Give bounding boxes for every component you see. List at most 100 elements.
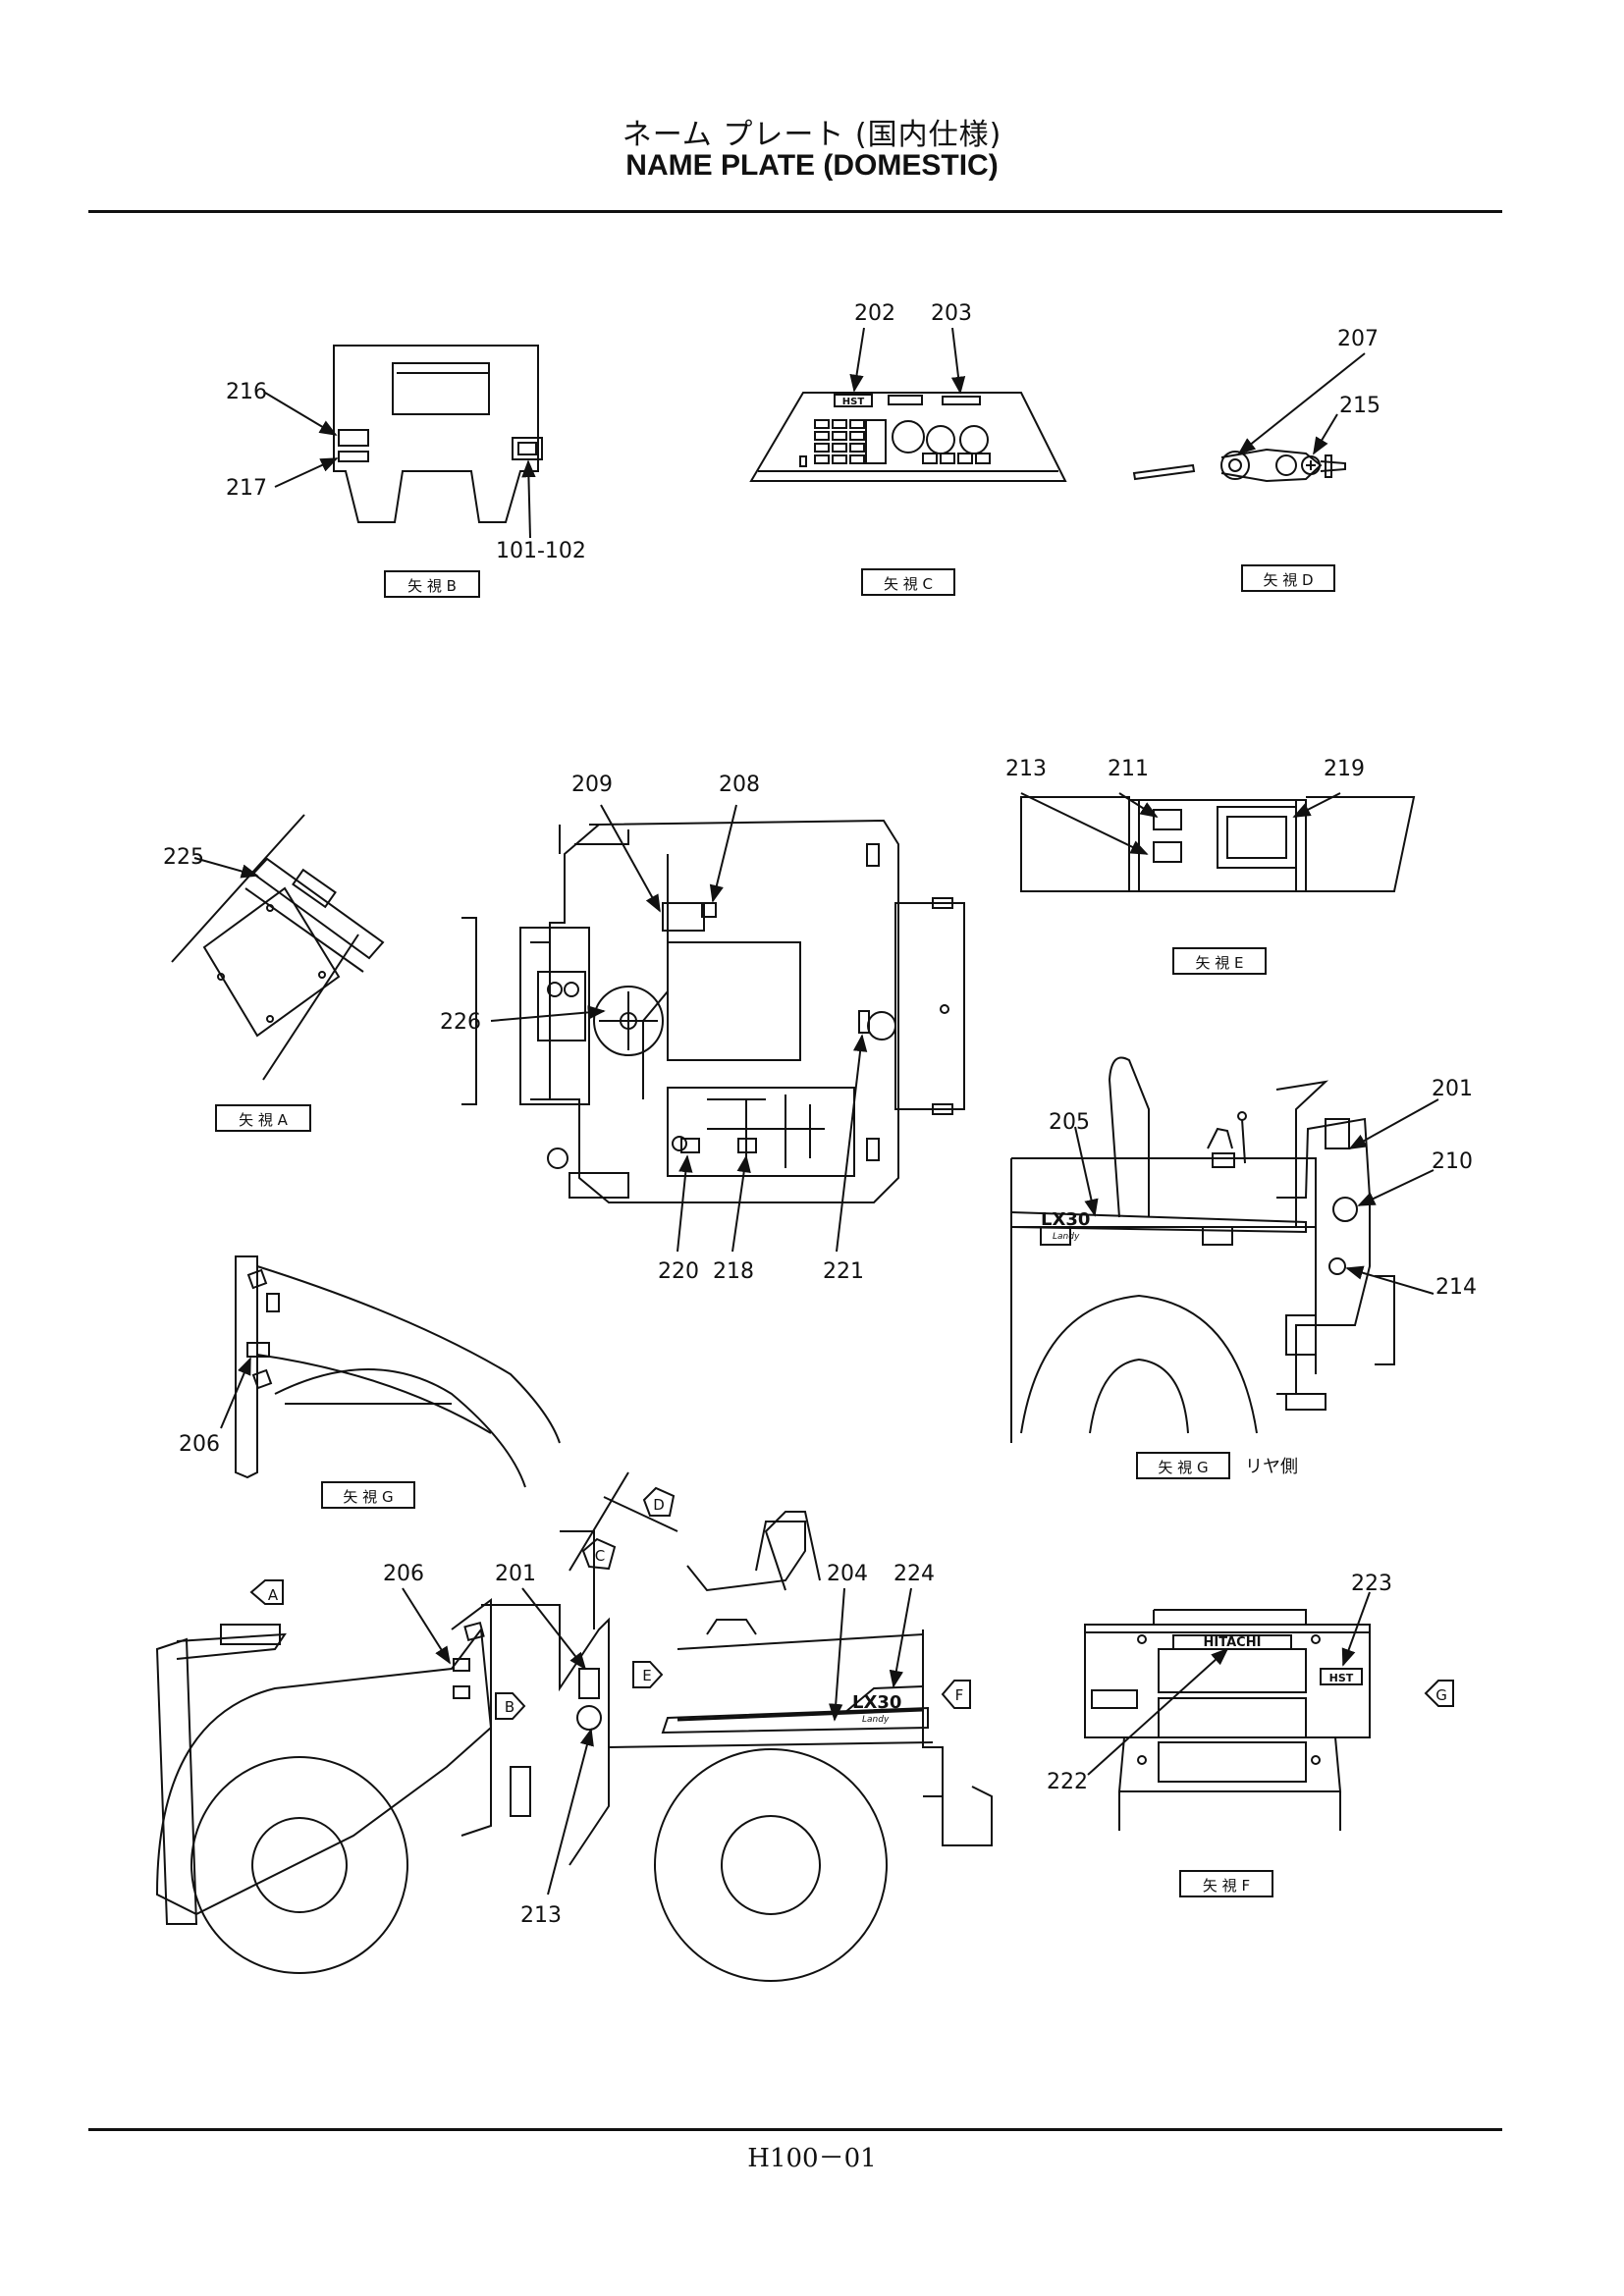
arrow-g-label: G: [1435, 1686, 1447, 1704]
plate-206-side: [453, 1658, 470, 1672]
view-d-lever: [1132, 448, 1346, 483]
part-201-g: 201: [1432, 1077, 1473, 1101]
arrow-e-label: E: [642, 1667, 651, 1684]
arrow-f-label: F: [955, 1686, 964, 1704]
view-e-console: [1020, 796, 1416, 892]
view-g-rear-note: リヤ側: [1245, 1457, 1298, 1477]
plate-201-side: [578, 1668, 600, 1699]
footer-rule: [88, 2128, 1502, 2131]
plate-208: [701, 902, 717, 918]
page-number: H100－01: [747, 2144, 877, 2173]
part-225: 225: [163, 845, 204, 870]
page-title: NAME PLATE (DOMESTIC): [625, 149, 999, 182]
part-209: 209: [571, 773, 613, 797]
header-rule: [88, 210, 1502, 213]
plate-101-102: [512, 437, 543, 460]
part-217: 217: [226, 476, 267, 501]
plate-203: [942, 396, 981, 405]
part-203: 203: [931, 301, 972, 326]
plate-219: [1217, 806, 1297, 869]
arrow-a-label: A: [268, 1586, 279, 1604]
part-216: 216: [226, 380, 267, 404]
part-201-side: 201: [495, 1562, 536, 1586]
part-205: 205: [1049, 1110, 1090, 1135]
view-g-rear-side: [1010, 1056, 1395, 1443]
view-d-label-box: [1241, 564, 1335, 592]
view-f-label-box: [1179, 1870, 1273, 1897]
part-202: 202: [854, 301, 895, 326]
view-g-rear-label-box: [1136, 1452, 1230, 1479]
view-a-label: 矢 視 A: [239, 1111, 289, 1129]
arrow-f-icon: [941, 1680, 971, 1709]
decal-hitachi: HITACHI: [1204, 1635, 1262, 1650]
decal-lx30-g: LX30: [1041, 1209, 1090, 1230]
part-213-side: 213: [520, 1903, 562, 1928]
plate-209: [662, 902, 705, 932]
view-b-cab-rear: [333, 345, 543, 523]
page-title-japanese: ネーム プレート (国内仕様): [622, 118, 1002, 152]
plate-206-g: [246, 1342, 270, 1358]
decal-landy-side: Landy: [862, 1715, 890, 1725]
view-e-label-box: [1172, 947, 1267, 975]
plate-202: [834, 394, 873, 407]
view-f-label: 矢 視 F: [1203, 1877, 1250, 1895]
part-101-102: 101-102: [496, 539, 586, 563]
part-221: 221: [823, 1259, 864, 1284]
part-206-g: 206: [179, 1432, 220, 1457]
plate-223: [1320, 1668, 1363, 1685]
view-g-boom-label: 矢 視 G: [343, 1488, 393, 1506]
view-b-label: 矢 視 B: [407, 577, 457, 595]
top-view-machine: [461, 819, 965, 1203]
view-c-label: 矢 視 C: [884, 575, 933, 593]
part-222: 222: [1047, 1770, 1088, 1794]
view-g-rear-label: 矢 視 G: [1158, 1459, 1208, 1476]
part-223: 223: [1351, 1572, 1392, 1596]
decal-lx30-side: LX30: [852, 1692, 901, 1713]
part-215: 215: [1339, 394, 1380, 418]
plate-213-e: [1153, 841, 1182, 863]
part-207: 207: [1337, 327, 1379, 351]
part-206-side: 206: [383, 1562, 424, 1586]
arrow-d-label: D: [653, 1496, 665, 1514]
part-214: 214: [1435, 1275, 1477, 1300]
view-c-label-box: [861, 568, 955, 596]
decal-hst-dash: HST: [842, 397, 865, 407]
plate-222: [1172, 1634, 1292, 1650]
arrow-c-label: C: [595, 1547, 605, 1565]
plate-216: [338, 429, 369, 447]
arrow-b-label: B: [505, 1698, 514, 1716]
arrow-g-icon: [1424, 1680, 1454, 1707]
view-g-boom-label-box: [321, 1481, 415, 1509]
view-e-label: 矢 視 E: [1195, 954, 1243, 972]
plate-217: [338, 451, 369, 462]
view-g-boom: [235, 1255, 561, 1488]
view-f-rear: [1084, 1609, 1371, 1831]
part-204: 204: [827, 1562, 868, 1586]
arrow-b-icon: [495, 1692, 526, 1720]
plate-225: [292, 868, 337, 909]
arrow-e-icon: [632, 1661, 664, 1688]
decal-hst-rear: HST: [1329, 1672, 1354, 1684]
part-219: 219: [1324, 757, 1365, 781]
plate-211: [1153, 809, 1182, 830]
decal-landy-g: Landy: [1053, 1232, 1080, 1242]
view-a-label-box: [215, 1104, 311, 1132]
view-b-label-box: [384, 570, 480, 598]
plate-210: [1332, 1197, 1358, 1222]
plate-201-g: [1325, 1118, 1350, 1149]
view-c-dashboard: [749, 392, 1067, 482]
part-226: 226: [440, 1010, 481, 1035]
part-213-e: 213: [1005, 757, 1047, 781]
plate-218: [737, 1138, 757, 1153]
arrow-c-icon: [581, 1537, 617, 1571]
arrow-a-icon: [249, 1579, 284, 1605]
arrow-d-icon: [642, 1486, 676, 1517]
plate-214: [1328, 1257, 1346, 1275]
view-a-cab-corner: [171, 814, 385, 1081]
part-224: 224: [893, 1562, 935, 1586]
part-211: 211: [1108, 757, 1149, 781]
view-d-label: 矢 視 D: [1263, 571, 1313, 589]
side-view-machine: [155, 1471, 993, 1982]
part-218: 218: [713, 1259, 754, 1284]
